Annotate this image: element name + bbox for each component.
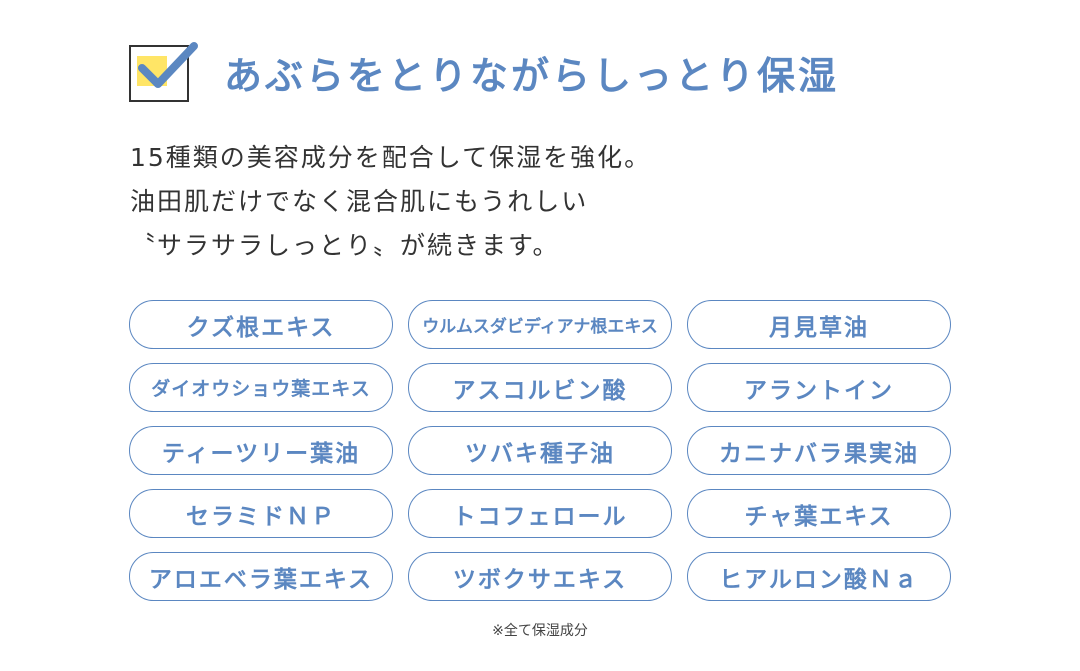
ingredient-pill: ダイオウショウ葉エキス [129, 363, 393, 412]
ingredient-pill: ウルムスダビディアナ根エキス [408, 300, 672, 349]
ingredient-list: クズ根エキス ウルムスダビディアナ根エキス 月見草油 ダイオウショウ葉エキス ア… [129, 300, 951, 601]
ingredient-pill: 月見草油 [687, 300, 951, 349]
section-header: あぶらをとりながらしっとり保湿 [128, 40, 839, 104]
ingredient-pill: ツバキ種子油 [408, 426, 672, 475]
section-title: あぶらをとりながらしっとり保湿 [224, 53, 840, 98]
ingredient-pill: アロエベラ葉エキス [129, 552, 393, 601]
ingredient-pill: クズ根エキス [129, 300, 393, 349]
ingredient-pill: ヒアルロン酸Ｎａ [687, 552, 951, 601]
ingredient-pill: カニナバラ果実油 [687, 426, 951, 475]
description: 15種類の美容成分を配合して保湿を強化。 油田肌だけでなく混合肌にもうれしい 〝… [130, 136, 990, 268]
ingredient-pill: セラミドＮＰ [129, 489, 393, 538]
checkbox-check-icon [128, 40, 202, 104]
ingredient-pill: チャ葉エキス [687, 489, 951, 538]
footnote: ※全て保湿成分 [492, 623, 588, 639]
description-line: 15種類の美容成分を配合して保湿を強化。 [130, 143, 652, 172]
ingredient-pill: ツボクサエキス [408, 552, 672, 601]
ingredient-pill: アスコルビン酸 [408, 363, 672, 412]
description-line: 油田肌だけでなく混合肌にもうれしい [130, 187, 589, 216]
ingredient-pill: アラントイン [687, 363, 951, 412]
ingredient-pill: トコフェロール [408, 489, 672, 538]
description-line: 〝サラサラしっとり〟が続きます。 [130, 231, 560, 260]
ingredient-pill: ティーツリー葉油 [129, 426, 393, 475]
